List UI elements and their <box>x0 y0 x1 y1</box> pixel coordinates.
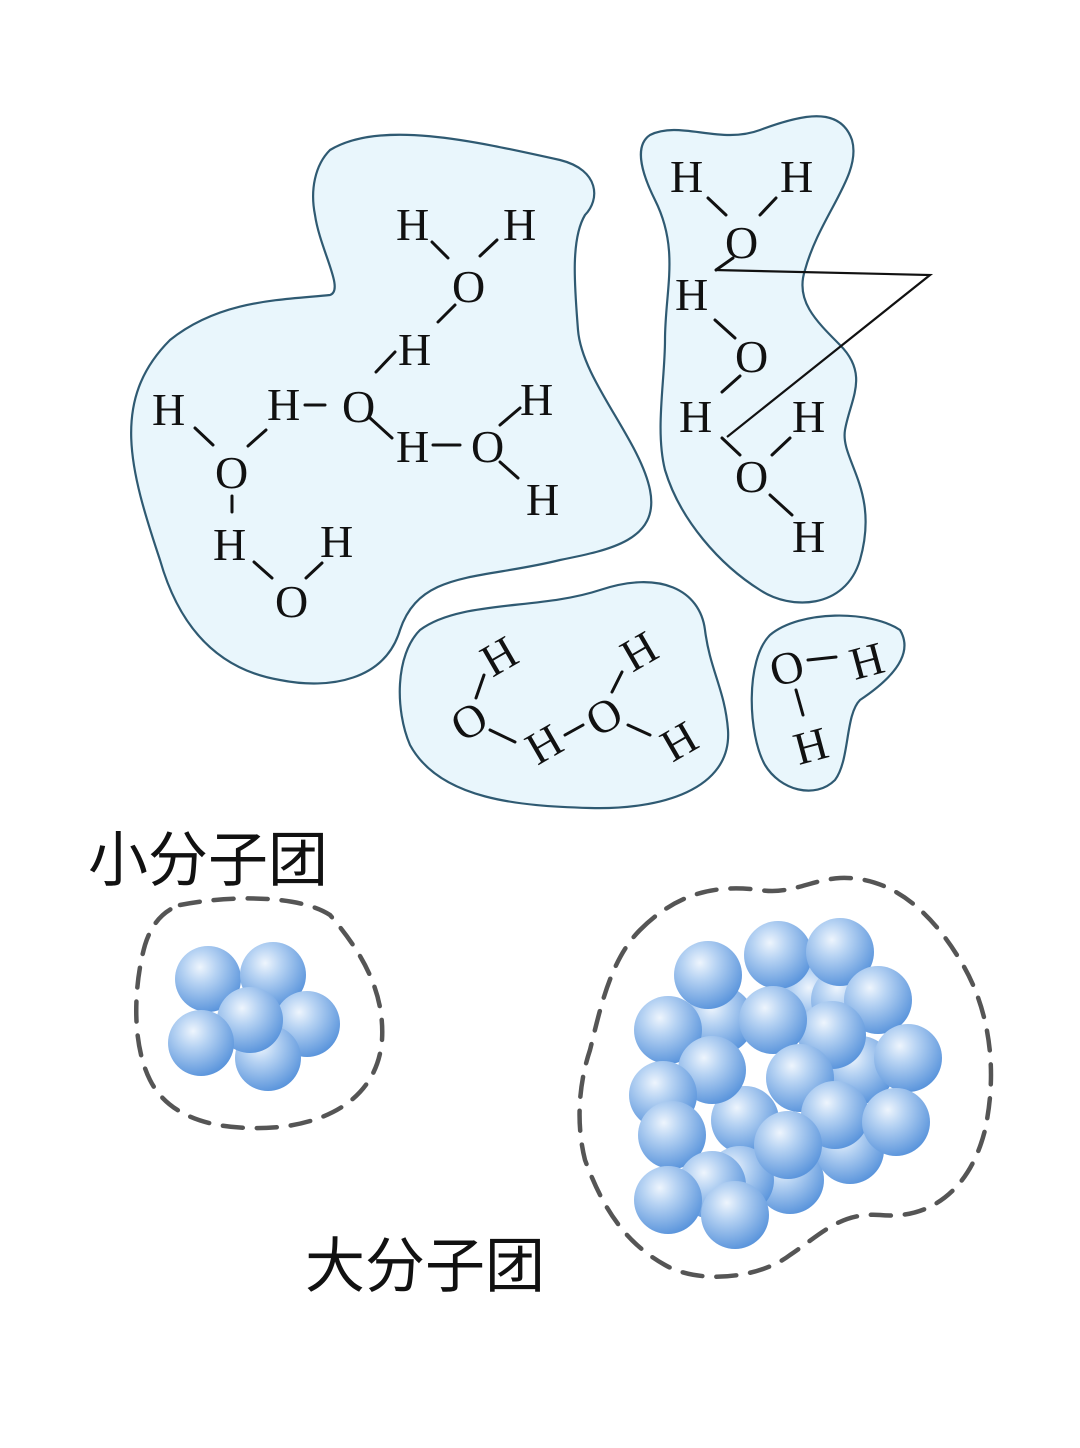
svg-text:O: O <box>452 261 485 312</box>
svg-text:H: H <box>679 391 712 442</box>
svg-text:H: H <box>267 379 300 430</box>
svg-text:H: H <box>320 516 353 567</box>
cluster-blob-chain <box>639 115 867 604</box>
svg-text:O: O <box>215 447 248 498</box>
svg-text:H: H <box>213 519 246 570</box>
small-cluster-spheres <box>168 942 340 1091</box>
svg-text:O: O <box>275 576 308 627</box>
svg-text:H: H <box>670 151 703 202</box>
cluster-blob-large <box>130 133 653 685</box>
svg-text:H: H <box>675 269 708 320</box>
svg-text:O: O <box>735 451 768 502</box>
large-cluster-spheres <box>629 918 942 1249</box>
small-cluster-dashed-outline <box>134 896 385 1131</box>
svg-text:H: H <box>780 151 813 202</box>
cluster-blob-dimer <box>398 581 730 810</box>
svg-text:H: H <box>792 511 825 562</box>
svg-text:O: O <box>471 421 504 472</box>
molecules-chain-cluster: H H O H O H H O H <box>670 151 825 562</box>
svg-text:O: O <box>342 381 375 432</box>
svg-text:H: H <box>396 199 429 250</box>
svg-text:H: H <box>792 391 825 442</box>
hydrogen-bond-pointer-line <box>714 268 934 438</box>
svg-text:H: H <box>152 384 185 435</box>
svg-text:H: H <box>398 324 431 375</box>
svg-text:H: H <box>526 474 559 525</box>
svg-text:O: O <box>735 331 768 382</box>
large-cluster-label: 大分子团 <box>305 1232 545 1302</box>
small-cluster-label: 小分子团 <box>88 826 328 896</box>
svg-text:H: H <box>503 199 536 250</box>
svg-text:H: H <box>520 374 553 425</box>
cluster-blob-monomer <box>750 614 906 792</box>
large-cluster-dashed-outline <box>577 875 994 1279</box>
molecules-large-cluster: H H O H O H H O H H H O H H O <box>152 199 559 627</box>
svg-text:H: H <box>396 421 429 472</box>
